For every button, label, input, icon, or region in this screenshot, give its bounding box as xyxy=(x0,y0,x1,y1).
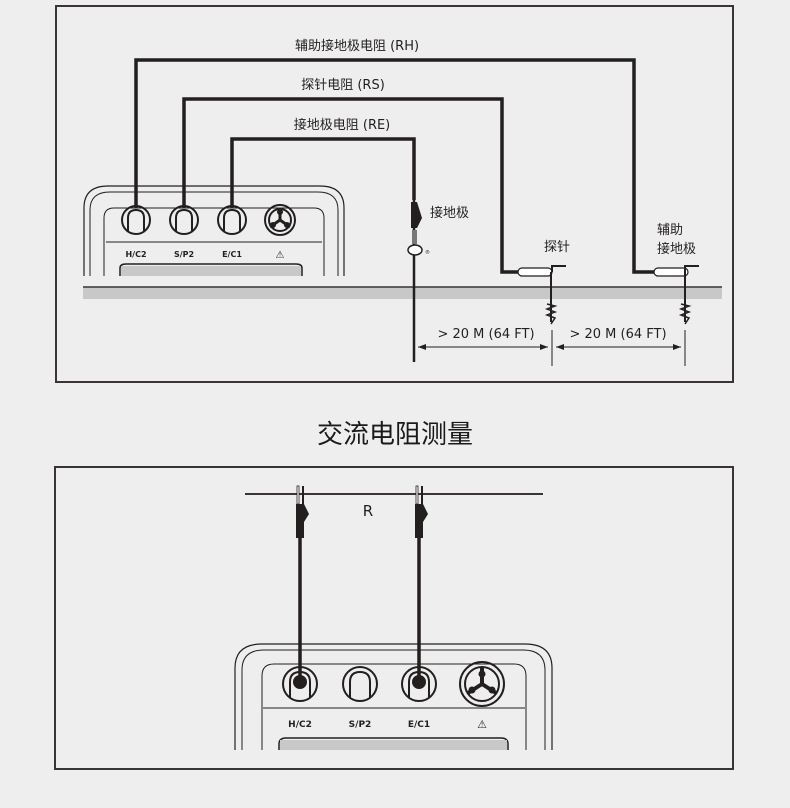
ac-resistance-diagram-frame xyxy=(54,466,734,770)
distance-label-2: > 20 M (64 FT) xyxy=(569,327,666,342)
test-clip-left xyxy=(296,485,309,680)
distance-markers xyxy=(418,330,686,366)
terminal-label-h-c2-2: H/C2 xyxy=(288,720,312,730)
jack-e-c1-2[interactable] xyxy=(401,666,437,702)
jack-multipin-2[interactable] xyxy=(459,661,505,707)
wire-label-rs: 探针电阻 (RS) xyxy=(301,78,385,93)
aux-electrode xyxy=(653,265,699,325)
terminal-label-e-c1-2: E/C1 xyxy=(408,720,430,730)
terminal-label-s-p2-2: S/P2 xyxy=(349,720,372,730)
terminal-label-h-c2: H/C2 xyxy=(125,250,146,259)
wire-rh xyxy=(134,58,658,274)
test-clip-right xyxy=(415,485,428,680)
wire-re xyxy=(230,137,416,208)
distance-label-1: > 20 M (64 FT) xyxy=(437,327,534,342)
earth-resistance-diagram-frame xyxy=(55,5,734,383)
ground-band xyxy=(83,287,722,299)
wire-label-re: 接地极电阻 (RE) xyxy=(294,117,391,133)
tester-instrument-2 xyxy=(234,643,553,750)
probe-electrode xyxy=(517,265,566,325)
jack-h-c2-2[interactable] xyxy=(282,666,318,702)
jack-s-p2-2[interactable] xyxy=(342,666,378,702)
warning-icon-2: ⚠ xyxy=(477,718,487,731)
earth-electrode: ® xyxy=(407,200,430,362)
resistor-label: R xyxy=(363,502,373,520)
section-title-ac-resistance: 交流电阻测量 xyxy=(316,420,473,450)
wire-rs xyxy=(182,97,518,274)
svg-text:®: ® xyxy=(425,249,430,256)
aux-label-line2: 接地极 xyxy=(657,241,696,257)
jack-multipin[interactable] xyxy=(264,204,296,236)
terminal-label-s-p2: S/P2 xyxy=(174,250,194,259)
wire-label-rh: 辅助接地极电阻 (RH) xyxy=(295,38,419,54)
aux-label-line1: 辅助 xyxy=(657,223,683,238)
warning-icon: ⚠ xyxy=(276,250,285,261)
probe-label: 探针 xyxy=(544,240,570,255)
terminal-label-e-c1: E/C1 xyxy=(222,250,242,259)
tester-instrument xyxy=(83,185,345,276)
earth-electrode-label: 接地极 xyxy=(430,205,469,221)
